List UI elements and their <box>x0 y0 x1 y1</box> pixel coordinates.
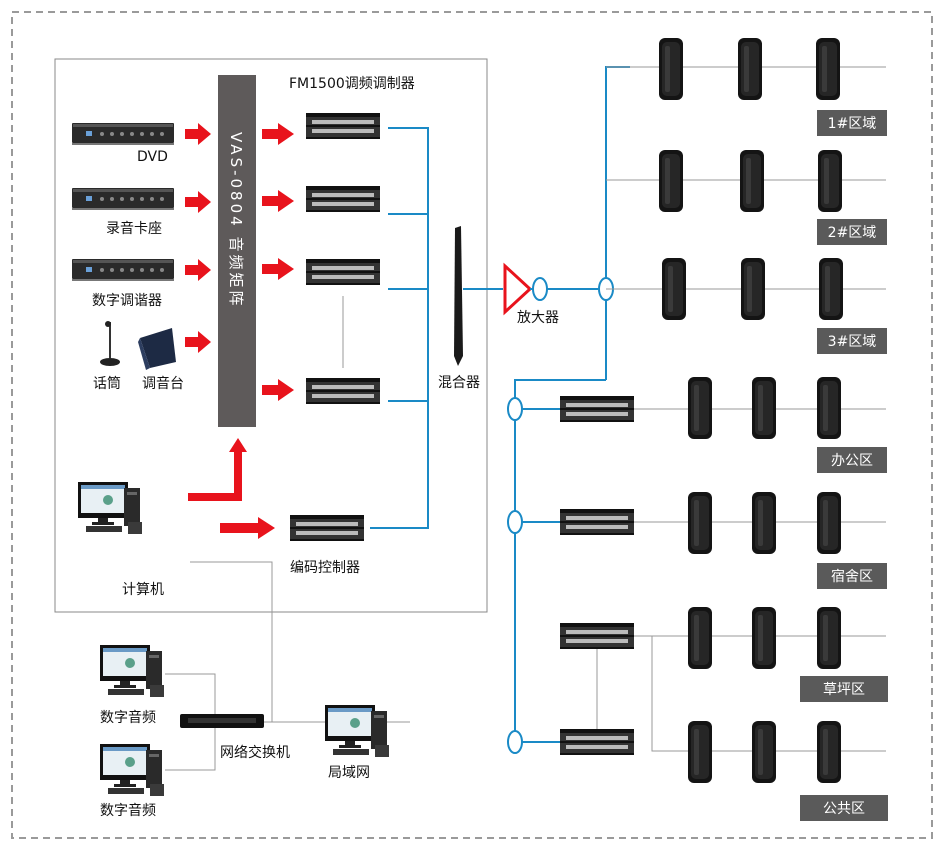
speaker-icon-office-a <box>688 377 712 439</box>
zone-tag-dorm: 宿舍区 <box>831 568 873 585</box>
speaker-icon-lawn-c <box>817 607 841 669</box>
label-matrix: VAS-0804 音频矩阵 <box>227 132 245 308</box>
speaker-icon-z3a <box>662 258 686 320</box>
wires-to-mixer <box>370 127 429 529</box>
arrow-pc-up <box>188 438 247 501</box>
fm-modulator-icon-3 <box>306 259 380 285</box>
zone-tag-2: 2#区域 <box>828 225 877 241</box>
computer-icon-main <box>78 482 142 534</box>
label-digital-audio-1: 数字音频 <box>100 709 156 726</box>
splitter-icon-amp <box>532 277 548 301</box>
speaker-icon-z1c <box>816 38 840 100</box>
outer-border <box>11 11 933 839</box>
speaker-icon-z1a <box>659 38 683 100</box>
label-switch: 网络交换机 <box>220 744 290 761</box>
fm-modulator-icon-1 <box>306 113 380 139</box>
zone-unit-icon-public <box>560 729 634 755</box>
zone-tag-office: 办公区 <box>831 453 873 469</box>
encoder-icon <box>290 515 364 541</box>
label-mixer: 混合器 <box>438 375 480 391</box>
speaker-icon-z2b <box>740 150 764 212</box>
microphone-icon <box>100 321 120 366</box>
zone-tag-1: 1#区域 <box>828 116 877 132</box>
speaker-icon-z3c <box>819 258 843 320</box>
zone-unit-icon-lawn <box>560 623 634 649</box>
label-digital-audio-2: 数字音频 <box>100 802 156 819</box>
speaker-icon-z2a <box>659 150 683 212</box>
speaker-icon-z2c <box>818 150 842 212</box>
speaker-icon-dorm-c <box>817 492 841 554</box>
speaker-icon-dorm-a <box>688 492 712 554</box>
speaker-icon-office-c <box>817 377 841 439</box>
label-tuner: 数字调谐器 <box>92 293 162 309</box>
zone-tag-3: 3#区域 <box>828 334 877 350</box>
fm-modulator-icon-2 <box>306 186 380 212</box>
zone-tag-lawn: 草坪区 <box>823 682 865 698</box>
speaker-icon-lawn-a <box>688 607 712 669</box>
splitter-icon-1 <box>507 397 523 421</box>
speaker-icon-public-a <box>688 721 712 783</box>
dvd-rack-icon <box>72 123 174 145</box>
amplifier-icon <box>503 262 533 316</box>
computer-icon-audio-2 <box>100 744 164 796</box>
label-fm-title: FM1500调频调制器 <box>289 76 415 92</box>
audio-matrix <box>218 75 256 427</box>
splitter-icon-3 <box>507 730 523 754</box>
label-amplifier: 放大器 <box>517 310 559 326</box>
label-lan: 局域网 <box>328 765 370 781</box>
speaker-icon-lawn-b <box>752 607 776 669</box>
red-arrows-sources <box>185 123 211 353</box>
label-encoder: 编码控制器 <box>290 560 360 576</box>
source-panel <box>54 58 488 613</box>
computer-icon-audio-1 <box>100 645 164 697</box>
speaker-icon-z3b <box>741 258 765 320</box>
red-arrows-matrix-out <box>262 123 294 401</box>
speaker-icon-dorm-b <box>752 492 776 554</box>
network-switch-icon <box>180 714 264 728</box>
mixer-icon <box>454 226 463 366</box>
label-console: 调音台 <box>142 375 184 392</box>
label-mic: 话筒 <box>93 375 121 392</box>
label-tape: 录音卡座 <box>106 220 162 237</box>
computer-icon-lan <box>325 705 389 757</box>
speaker-icon-public-b <box>752 721 776 783</box>
zone-unit-icon-dorm <box>560 509 634 535</box>
speaker-icon-public-c <box>817 721 841 783</box>
tape-rack-icon <box>72 188 174 210</box>
splitter-icon-2 <box>507 510 523 534</box>
label-computer: 计算机 <box>122 582 164 598</box>
zone-tag-public: 公共区 <box>823 801 865 817</box>
label-dvd: DVD <box>137 149 168 165</box>
speaker-icon-z1b <box>738 38 762 100</box>
fm-modulator-icon-4 <box>306 378 380 404</box>
speaker-icon-office-b <box>752 377 776 439</box>
zone-unit-icon-office <box>560 396 634 422</box>
mixing-console-icon <box>138 328 176 370</box>
arrow-pc-encoder <box>220 517 275 539</box>
tuner-rack-icon <box>72 259 174 281</box>
zone-tags: 1#区域 2#区域 3#区域 办公区 宿舍区 草坪区 公共区 <box>800 110 888 821</box>
